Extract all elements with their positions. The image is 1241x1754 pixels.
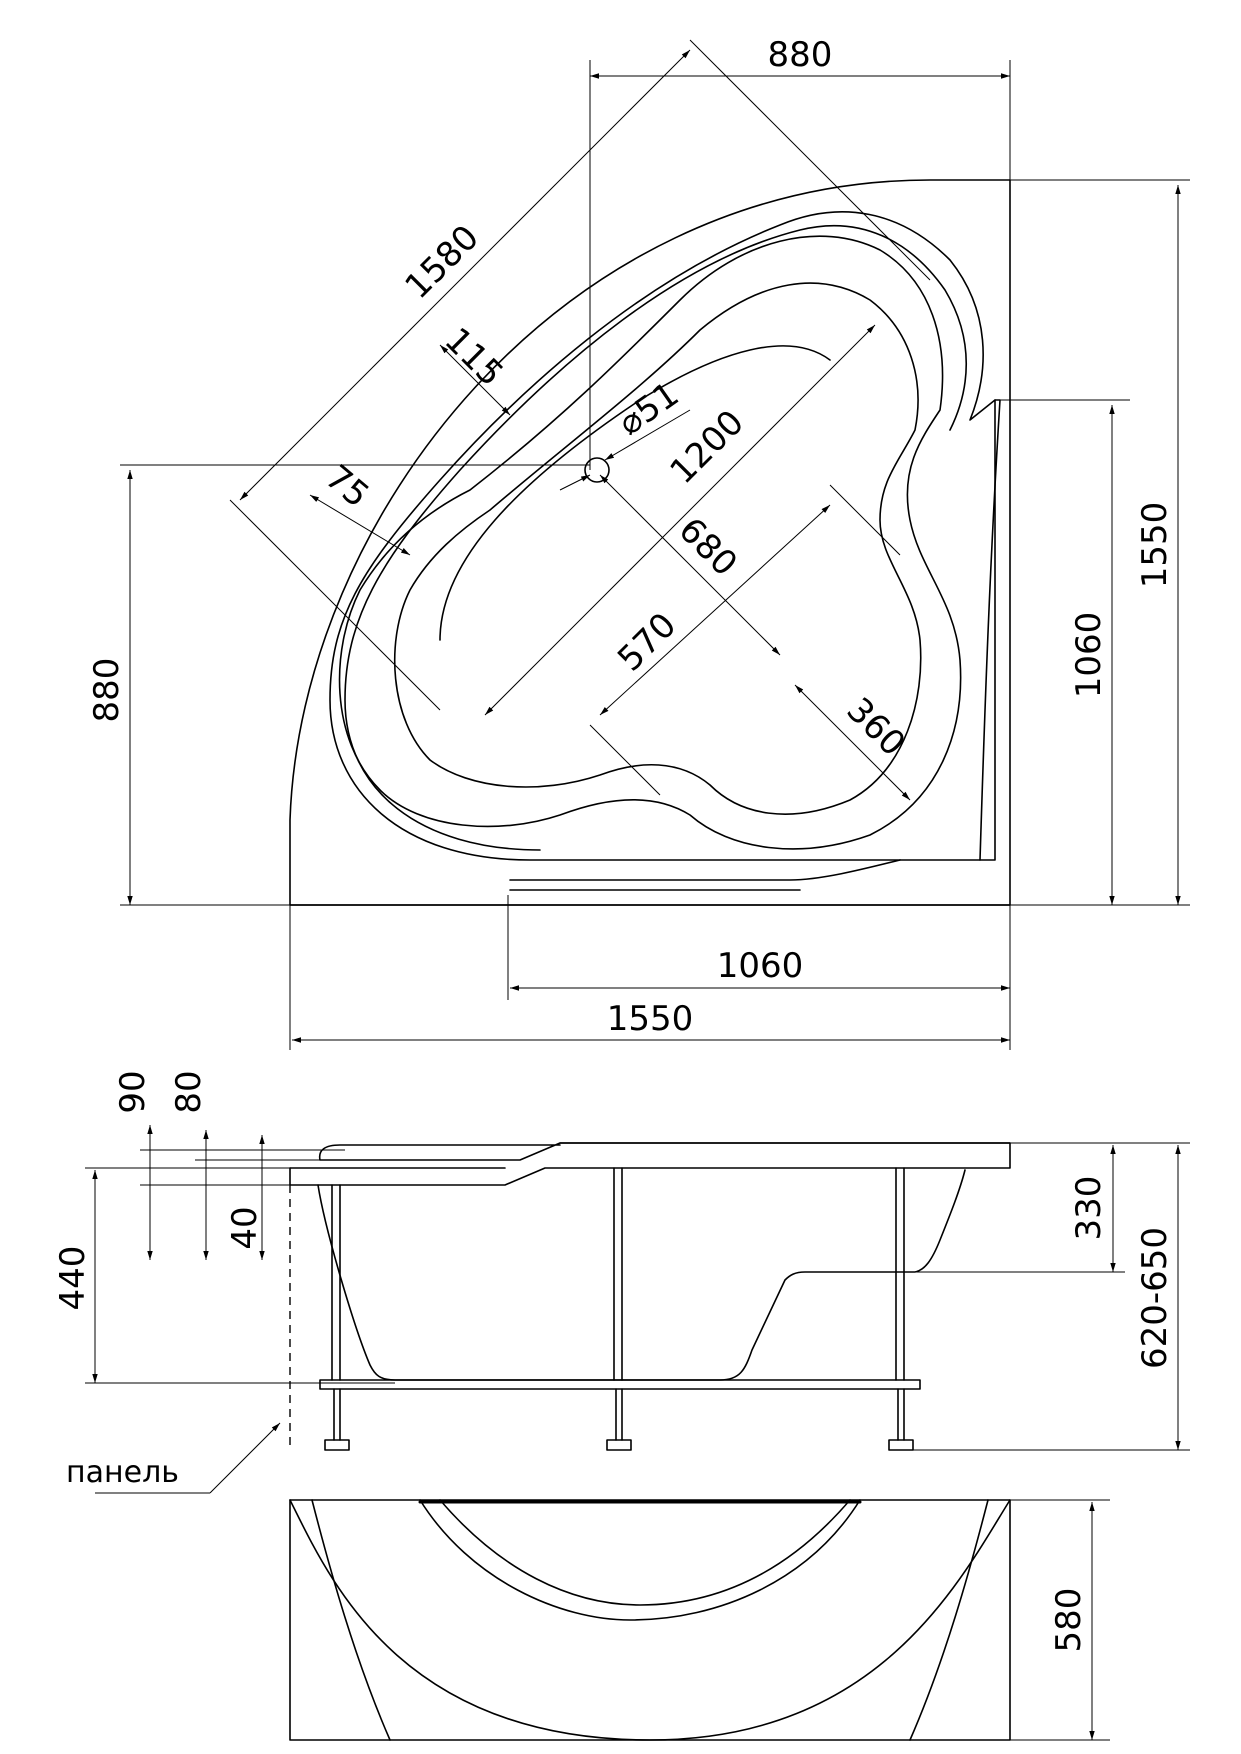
dim-side-40: 40: [225, 1206, 265, 1249]
dim-seat-570: 570: [610, 605, 684, 679]
panel-inner-arc-2: [439, 1499, 851, 1606]
bottom-step: [509, 859, 901, 891]
dim-drain-51: ⌀51: [611, 374, 686, 443]
dim-right-1550: 1550: [1135, 502, 1175, 589]
dim-side-330: 330: [1069, 1176, 1109, 1241]
bowl-inner-basin: [393, 282, 922, 815]
dim-side-440: 440: [53, 1246, 93, 1311]
dim-inner-1200: 1200: [662, 402, 751, 491]
side-frame: [319, 1167, 921, 1451]
panel-view: 580: [289, 1499, 1110, 1741]
dim-bottom-1550: 1550: [607, 999, 694, 1039]
tub-outer-contour: [289, 179, 1011, 906]
side-bowl-profile: [317, 1169, 966, 1381]
dim-seat-360: 360: [839, 690, 913, 764]
panel-side-curve-left: [311, 1499, 391, 1741]
panel-inner-arc: [419, 1499, 861, 1621]
drain-hole: [584, 457, 610, 483]
plan-view: 880 1580 115 75 ⌀51 1200 680 570 360: [87, 35, 1190, 1050]
dim-left-880: 880: [87, 658, 127, 723]
tub-rim-contour: [329, 211, 996, 861]
panel-outer-arc: [289, 1499, 1011, 1741]
dim-rim-115: 115: [437, 320, 511, 394]
dim-right-1060: 1060: [1069, 612, 1109, 699]
dim-top-880: 880: [768, 35, 833, 75]
panel-label: панель: [66, 1455, 179, 1490]
bowl-outer-contour: [338, 235, 962, 850]
dim-side-80: 80: [169, 1070, 209, 1113]
dim-bottom-1060: 1060: [717, 946, 804, 986]
dim-panel-580: 580: [1049, 1588, 1089, 1653]
rim-right-edge: [979, 399, 1001, 861]
side-rim: [289, 1142, 1011, 1186]
panel-side-curve-right: [909, 1499, 989, 1741]
dim-diagonal-1580: 1580: [397, 217, 486, 306]
side-view: 90 80 40 440 330 620-650 панель: [53, 1070, 1190, 1494]
tub-rim-inner: [344, 224, 967, 851]
dim-rim-75: 75: [318, 457, 377, 515]
dim-side-620-650: 620-650: [1135, 1227, 1175, 1369]
dim-side-90: 90: [113, 1070, 153, 1113]
dim-inner-680: 680: [671, 510, 745, 584]
